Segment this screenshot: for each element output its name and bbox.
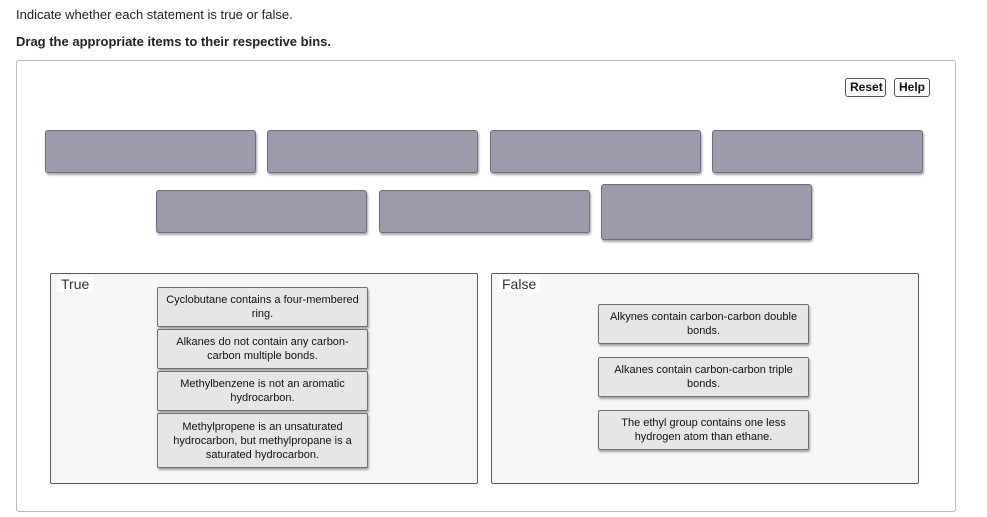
item-text: Alkynes contain carbon-carbon double bon… <box>609 311 798 337</box>
empty-item-slot <box>156 190 367 233</box>
empty-item-slot <box>379 190 590 233</box>
empty-item-slot <box>601 184 812 240</box>
draggable-item[interactable]: Alkanes do not contain any carbon-carbon… <box>157 329 368 369</box>
empty-item-slot <box>712 130 923 173</box>
draggable-item[interactable]: Cyclobutane contains a four-membered rin… <box>157 287 368 327</box>
empty-item-slot <box>267 130 478 173</box>
item-text: Cyclobutane contains a four-membered rin… <box>166 294 359 320</box>
reset-button[interactable]: Reset <box>845 78 886 97</box>
draggable-item[interactable]: Alkanes contain carbon-carbon triple bon… <box>598 357 809 397</box>
empty-item-slot <box>490 130 701 173</box>
empty-item-slot <box>45 130 256 173</box>
true-bin-label: True <box>57 276 94 292</box>
item-text: Alkanes contain carbon-carbon triple bon… <box>614 364 793 390</box>
drag-instruction-text: Drag the appropriate items to their resp… <box>16 34 331 49</box>
item-text: Methylbenzene is not an aromatic hydroca… <box>180 378 345 404</box>
draggable-item[interactable]: Methylbenzene is not an aromatic hydroca… <box>157 371 368 411</box>
false-bin-label: False <box>498 276 541 292</box>
draggable-item[interactable]: Alkynes contain carbon-carbon double bon… <box>598 304 809 344</box>
item-text: The ethyl group contains one less hydrog… <box>621 417 786 443</box>
item-text: Alkanes do not contain any carbon-carbon… <box>176 336 349 362</box>
instruction-text: Indicate whether each statement is true … <box>16 7 293 22</box>
help-button[interactable]: Help <box>894 78 930 97</box>
item-text: Methylpropene is an unsaturated hydrocar… <box>173 420 352 461</box>
draggable-item[interactable]: Methylpropene is an unsaturated hydrocar… <box>157 413 368 468</box>
draggable-item[interactable]: The ethyl group contains one less hydrog… <box>598 410 809 450</box>
